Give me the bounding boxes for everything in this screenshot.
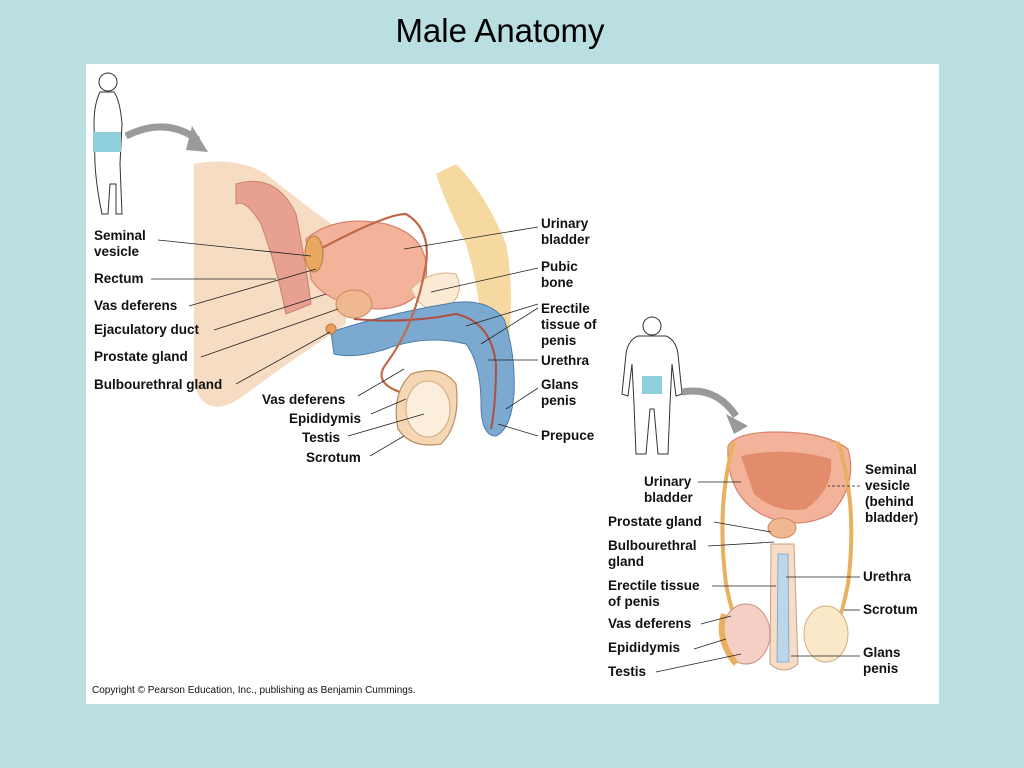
label-erectile-tissue: Erectile tissue of penis (541, 301, 597, 348)
pelvis-highlight-front (642, 376, 662, 394)
front-label-urethra: Urethra (863, 569, 912, 584)
front-label-prostate-gland: Prostate gland (608, 514, 702, 529)
front-label-urinary-bladder: Urinary bladder (644, 474, 693, 505)
copyright-notice: Copyright © Pearson Education, Inc., pub… (92, 685, 416, 696)
body-silhouette-side (93, 72, 123, 215)
label-glans-penis: Glans penis (541, 377, 579, 408)
label-pubic-bone: Pubic bone (541, 259, 578, 290)
label-rectum: Rectum (94, 271, 144, 286)
front-label-seminal-vesicle: Seminal vesicle (behind bladder) (865, 462, 919, 525)
pelvis-highlight-side (93, 132, 121, 152)
label-bulbourethral-gland: Bulbourethral gland (94, 377, 223, 392)
front-label-erectile-tissue: Erectile tissue of penis (608, 578, 700, 609)
zoom-arrow-front (681, 387, 739, 419)
side-view-anatomy (194, 161, 515, 446)
label-epididymis: Epididymis (289, 411, 362, 426)
anatomy-figure: Seminal vesicle Rectum Vas deferens Ejac… (86, 64, 939, 704)
front-label-scrotum: Scrotum (863, 602, 918, 617)
front-label-testis: Testis (608, 664, 647, 679)
label-vas-deferens-lower: Vas deferens (262, 392, 346, 407)
front-label-epididymis: Epididymis (608, 640, 681, 655)
body-silhouette-front (621, 316, 683, 455)
label-prostate-gland: Prostate gland (94, 349, 188, 364)
label-scrotum: Scrotum (306, 450, 361, 465)
label-prepuce: Prepuce (541, 428, 595, 443)
label-urethra: Urethra (541, 353, 590, 368)
zoom-arrow-side (124, 123, 201, 143)
label-testis: Testis (302, 430, 341, 445)
slide-title: Male Anatomy (395, 12, 605, 49)
front-label-vas-deferens: Vas deferens (608, 616, 692, 631)
label-ejaculatory-duct: Ejaculatory duct (94, 322, 200, 337)
anatomy-illustration (93, 72, 860, 673)
front-label-bulbourethral-gland: Bulbourethral gland (608, 538, 697, 569)
side-view-leader-lines (151, 226, 539, 457)
front-label-glans-penis: Glans penis (863, 645, 901, 676)
label-vas-deferens: Vas deferens (94, 298, 178, 313)
front-view-leader-lines (655, 481, 860, 673)
label-seminal-vesicle: Seminal vesicle (94, 228, 146, 259)
front-view-anatomy (718, 431, 854, 671)
label-urinary-bladder: Urinary bladder (541, 216, 590, 247)
